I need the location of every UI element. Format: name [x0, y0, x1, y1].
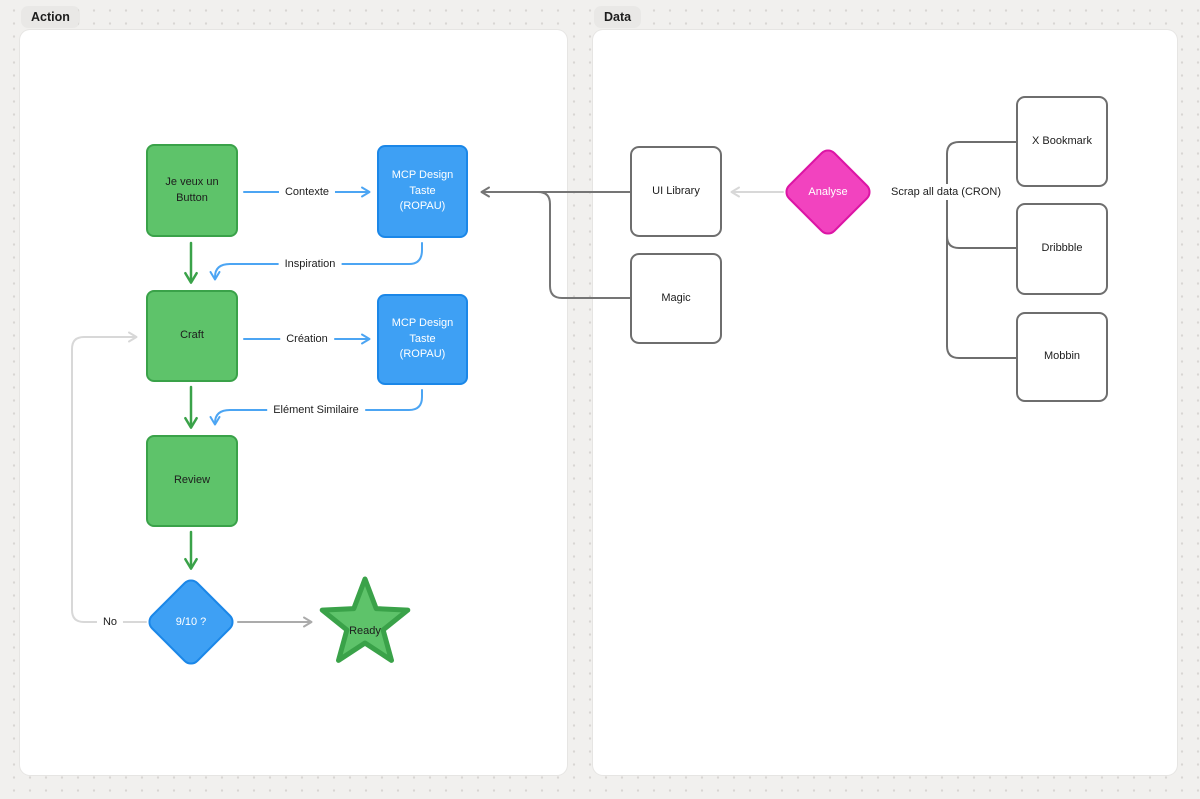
section-tag-data[interactable]: Data [595, 7, 641, 27]
star-shape [319, 576, 411, 663]
edge-magic-branch[interactable] [537, 191, 631, 299]
node-je-veux-un-button[interactable]: Je veux un Button [146, 144, 238, 237]
node-label: Dribbble [1041, 242, 1083, 255]
node-label: MCP Design Taste(ROPAU) [391, 317, 454, 361]
node-label: X Bookmark [1032, 134, 1092, 147]
node-label: Je veux un Button [165, 176, 219, 204]
edge-label-scrap-all-data[interactable]: Scrap all data (CRON) [884, 184, 1008, 200]
node-label: 9/10 ? [175, 616, 207, 628]
edge-label-inspiration[interactable]: Inspiration [278, 256, 342, 272]
node-label: Analyse [808, 186, 848, 198]
node-mcp-design-taste-1[interactable]: MCP Design Taste(ROPAU) [377, 145, 468, 238]
node-ui-library[interactable]: UI Library [630, 146, 722, 237]
node-ready-star[interactable]: Ready [318, 574, 412, 670]
edge-bracket-dribbble[interactable] [946, 235, 1017, 249]
node-label: Craft [180, 329, 204, 342]
node-label: MCP Design Taste(ROPAU) [391, 169, 454, 213]
section-tag-action[interactable]: Action [22, 7, 79, 27]
edge-no-loop[interactable] [71, 331, 147, 623]
edge-bracket-mobbin[interactable] [946, 345, 1017, 359]
node-mcp-design-taste-2[interactable]: MCP Design Taste(ROPAU) [377, 294, 468, 385]
node-label: UI Library [652, 184, 700, 197]
edge-label-creation[interactable]: Création [280, 331, 334, 347]
node-label: Ready [349, 625, 381, 637]
edge-bracket-xbookmark[interactable] [946, 141, 1017, 155]
node-label: Mobbin [1043, 350, 1081, 363]
node-x-bookmark[interactable]: X Bookmark [1016, 96, 1108, 187]
edge-label-no[interactable]: No [96, 614, 124, 630]
node-label: Magic [661, 291, 691, 304]
node-craft[interactable]: Craft [146, 290, 238, 382]
node-review[interactable]: Review [146, 435, 238, 527]
node-dribbble[interactable]: Dribbble [1016, 203, 1108, 295]
node-label: Review [173, 474, 211, 487]
node-mobbin[interactable]: Mobbin [1016, 312, 1108, 402]
node-magic[interactable]: Magic [630, 253, 722, 344]
edge-label-element-similaire[interactable]: Elément Similaire [267, 402, 365, 418]
edge-label-contexte[interactable]: Contexte [278, 184, 336, 200]
